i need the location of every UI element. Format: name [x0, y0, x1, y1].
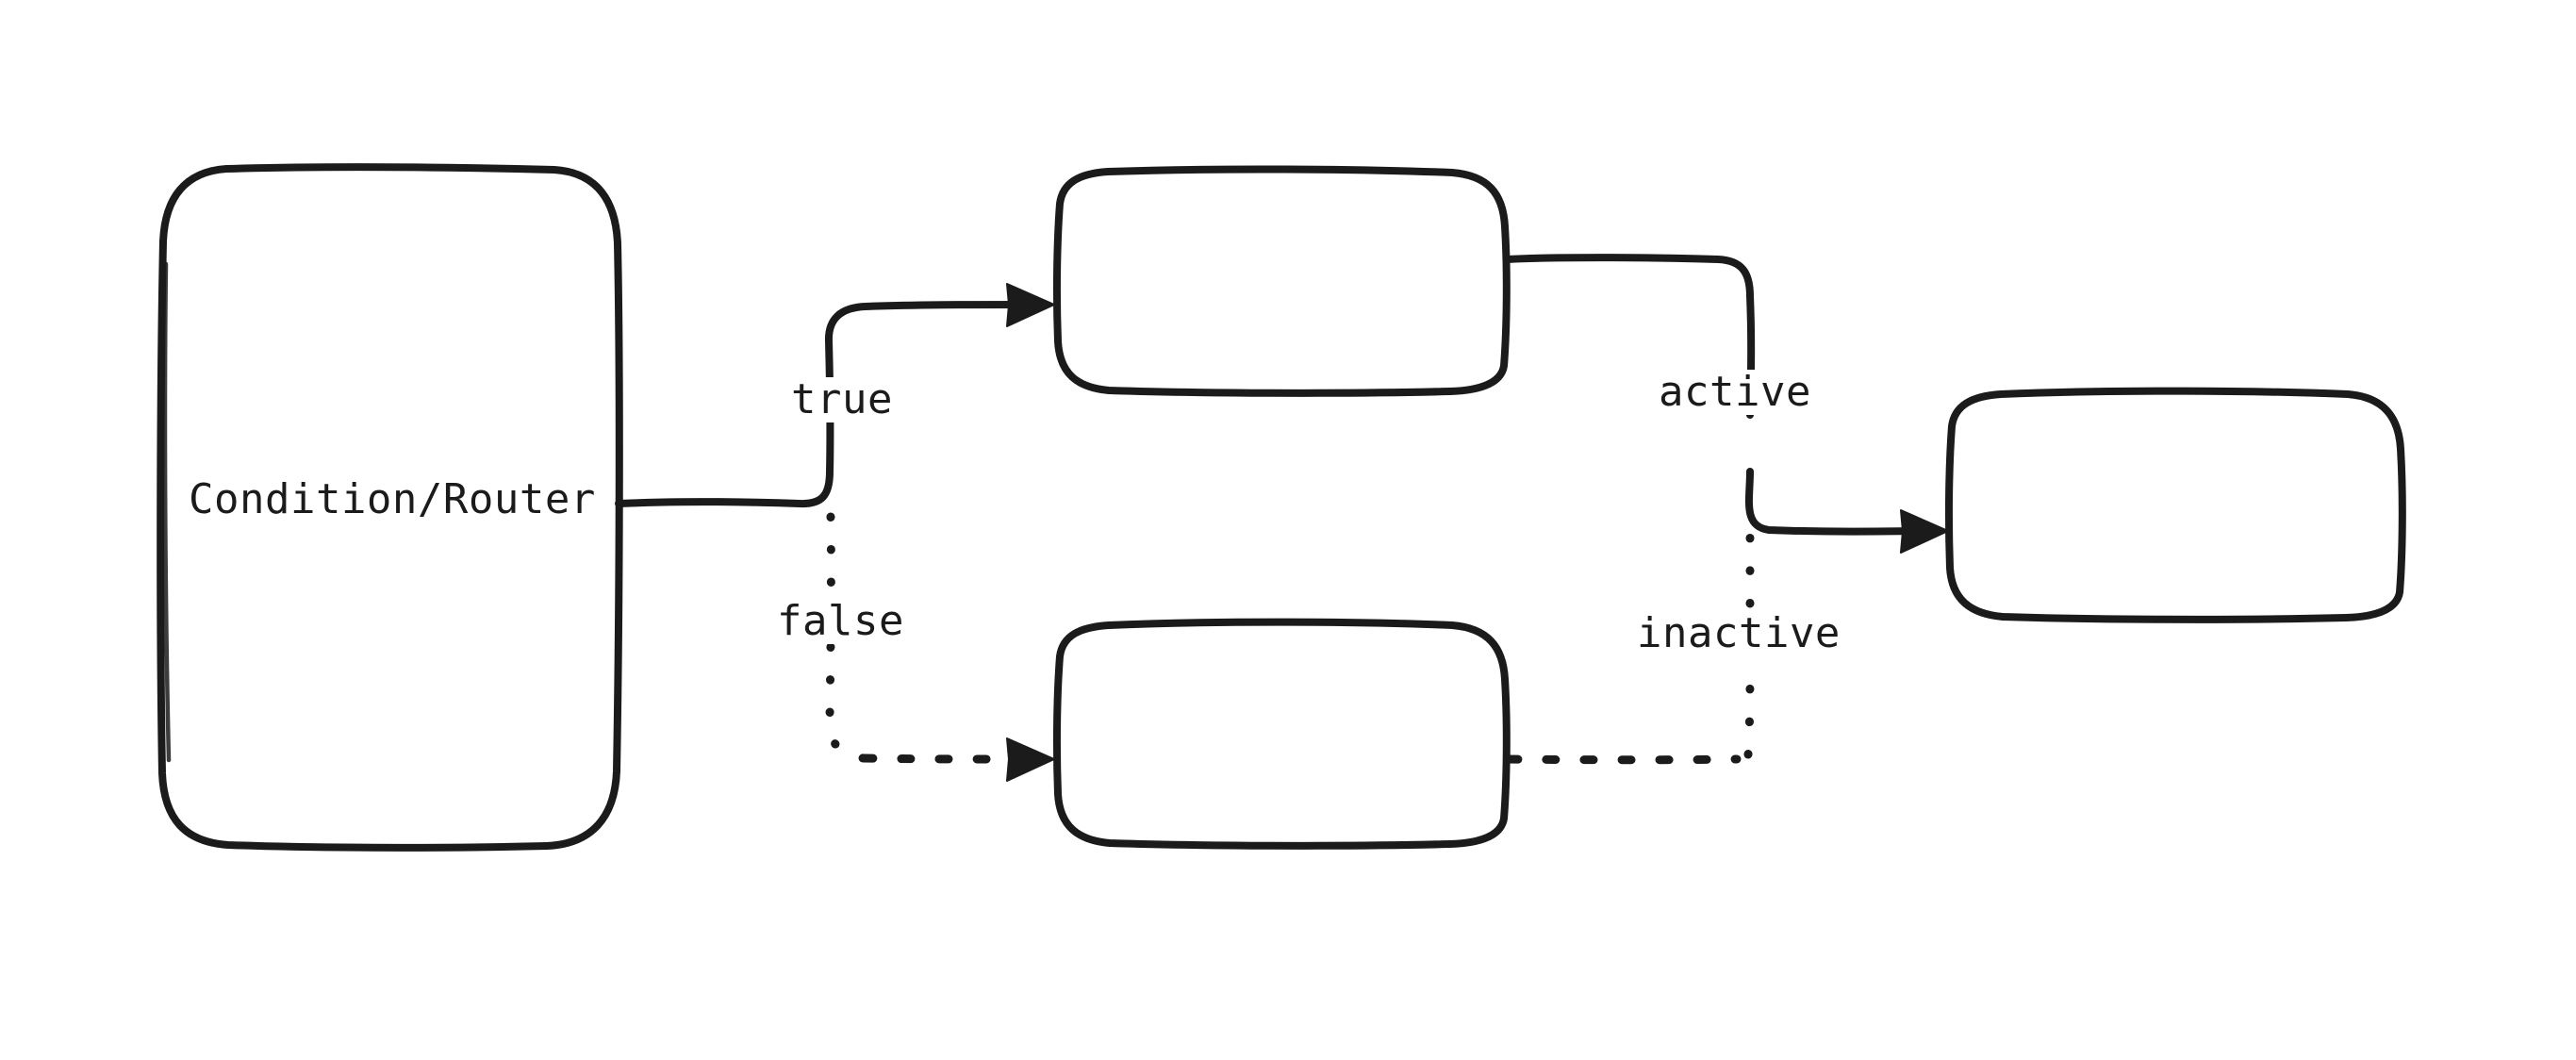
- node-router-outline: [157, 163, 623, 852]
- node-merge-target-outline: [1944, 387, 2406, 623]
- node-merge-target[interactable]: [1944, 387, 2406, 623]
- edge-active-path: [1503, 254, 1949, 554]
- edge-label-active: active: [1653, 370, 1817, 415]
- edge-label-false: false: [771, 599, 910, 644]
- node-true-target[interactable]: [1052, 165, 1511, 397]
- edge-label-true: true: [785, 377, 899, 422]
- edge-active-line: [1503, 254, 1756, 419]
- edge-inactive-path: [1504, 533, 1755, 765]
- node-router-label: Condition/Router: [189, 475, 596, 523]
- edge-active-line-lower: [1744, 468, 1927, 536]
- node-false-target-outline: [1052, 618, 1511, 850]
- edge-inactive-line-horizontal: [1504, 754, 1742, 765]
- edge-label-inactive: inactive: [1631, 611, 1846, 656]
- edge-active-arrowhead: [1900, 509, 1949, 554]
- edge-inactive-line-vertical-lower: [1743, 655, 1755, 759]
- node-false-target[interactable]: [1052, 618, 1511, 850]
- edge-true-arrowhead: [1006, 283, 1055, 327]
- node-router-sketch-accent: [162, 261, 172, 763]
- edge-false-arrowhead: [1006, 737, 1055, 782]
- node-true-target-outline: [1052, 165, 1511, 397]
- node-router[interactable]: [157, 163, 623, 852]
- edge-false-path: [825, 512, 1055, 782]
- edge-false-line-horizontal: [859, 754, 1032, 764]
